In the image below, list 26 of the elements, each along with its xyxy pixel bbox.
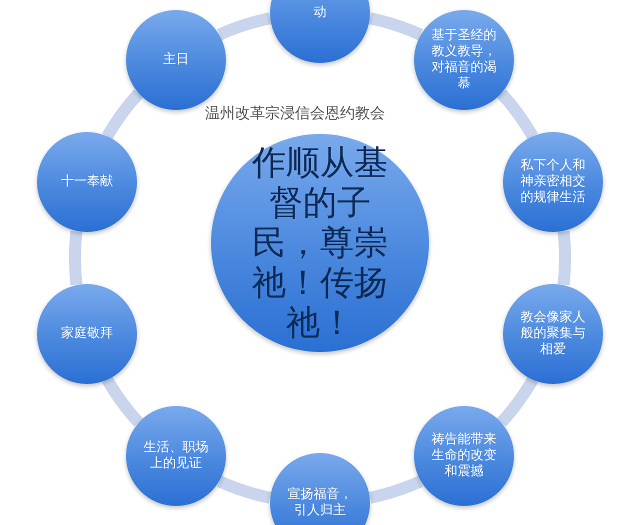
circle-label: 十一奉献 xyxy=(60,174,114,190)
circle-label: 家庭敬拜 xyxy=(60,326,114,342)
circle-label: 私下个人和神亲密相交的规律生活 xyxy=(520,158,586,206)
ring-connector xyxy=(68,230,82,286)
ring-connector xyxy=(217,476,272,504)
ring-connector xyxy=(558,230,572,286)
ring-connector xyxy=(102,89,144,140)
circle-label: 基于圣经的教义教导，对福音的渴慕 xyxy=(431,28,497,92)
ring-connector xyxy=(496,89,538,140)
circle-label: 教会像家人般的聚集与相爱 xyxy=(520,310,586,358)
ring-circle xyxy=(126,406,226,506)
ring-connector xyxy=(102,376,144,427)
ring-connector xyxy=(496,376,538,427)
circle-label: 动 xyxy=(312,5,328,21)
circle-label: 宣扬福音，引人归主 xyxy=(287,487,353,519)
central-slogan: 作顺从基督的子民，尊崇祂！传扬祂！ xyxy=(251,143,389,343)
circle-label: 生活、职场上的见证 xyxy=(142,440,209,472)
ring-circle xyxy=(414,10,514,110)
ring-circle xyxy=(414,406,514,506)
ring-connector xyxy=(368,476,423,504)
ring-connector xyxy=(217,12,272,40)
ring-connector xyxy=(368,12,423,40)
diagram-title: 温州改革宗浸信会恩约教会 xyxy=(205,104,385,123)
circle-label: 祷告能带来生命的改变和震撼 xyxy=(431,432,497,480)
ring-circle xyxy=(270,453,370,525)
circle-label: 主日 xyxy=(162,52,190,68)
